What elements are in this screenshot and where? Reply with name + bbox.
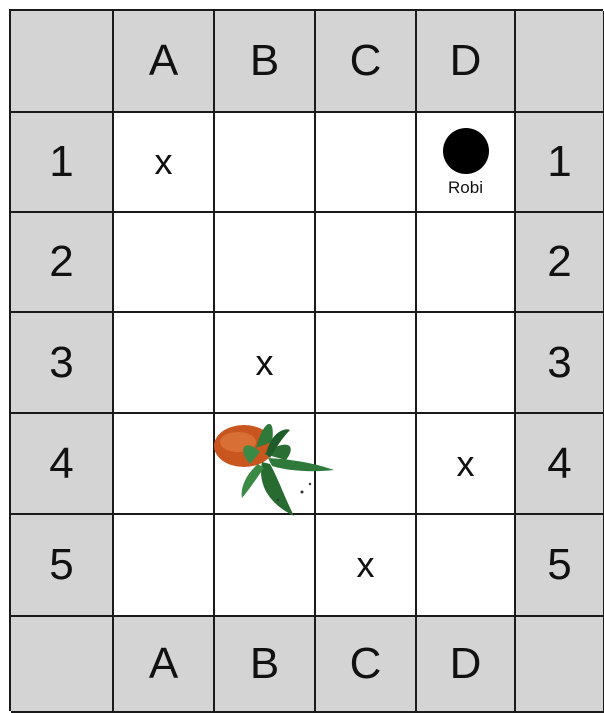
column-label: B [250,639,279,689]
grid-cell-d3[interactable] [417,313,516,414]
row-header-right-3: 3 [516,313,604,414]
x-mark: x [357,547,375,583]
column-header-bottom-c: C [316,617,417,713]
column-header-top-a: A [114,11,215,113]
row-header-left-1: 1 [11,113,114,213]
robot-label: Robi [448,178,483,198]
x-mark: x [155,144,173,180]
grid-cell-a4[interactable] [114,414,215,515]
grid-cell-b5[interactable] [215,515,316,617]
grid-cell-c4[interactable] [316,414,417,515]
row-label: 1 [547,137,571,187]
grid-cell-b3[interactable]: x [215,313,316,414]
grid-cell-d4[interactable]: x [417,414,516,515]
grid-cell-b2[interactable] [215,213,316,313]
column-header-top-c: C [316,11,417,113]
row-label: 4 [547,439,571,489]
grid-cell-d5[interactable] [417,515,516,617]
row-label: 5 [49,540,73,590]
x-mark: x [256,345,274,381]
row-label: 2 [547,237,571,287]
grid-cell-c5[interactable]: x [316,515,417,617]
row-label: 3 [547,338,571,388]
corner-top-right [516,11,604,113]
row-label: 3 [49,338,73,388]
grid-cell-a5[interactable] [114,515,215,617]
row-label: 5 [547,540,571,590]
column-label: C [350,36,382,86]
grid-cell-c3[interactable] [316,313,417,414]
row-label: 1 [49,137,73,187]
robot-dot-icon [443,128,489,174]
corner-bottom-right [516,617,604,713]
grid-cell-a3[interactable] [114,313,215,414]
grid-cell-c1[interactable] [316,113,417,213]
column-header-bottom-a: A [114,617,215,713]
row-header-right-2: 2 [516,213,604,313]
column-label: C [350,639,382,689]
grid-cell-d1[interactable]: Robi [417,113,516,213]
grid-cell-a1[interactable]: x [114,113,215,213]
grid-cell-b4[interactable] [215,414,316,515]
row-header-right-5: 5 [516,515,604,617]
column-label: B [250,36,279,86]
column-label: D [450,639,482,689]
grid-cell-c2[interactable] [316,213,417,313]
column-header-top-d: D [417,11,516,113]
column-header-bottom-b: B [215,617,316,713]
column-header-bottom-d: D [417,617,516,713]
robot-marker: Robi [443,128,489,198]
grid-cell-a2[interactable] [114,213,215,313]
row-header-left-5: 5 [11,515,114,617]
row-header-right-4: 4 [516,414,604,515]
corner-top-left [11,11,114,113]
grid-cell-d2[interactable] [417,213,516,313]
column-label: A [149,36,178,86]
column-header-top-b: B [215,11,316,113]
column-label: D [450,36,482,86]
row-header-right-1: 1 [516,113,604,213]
corner-bottom-left [11,617,114,713]
row-header-left-3: 3 [11,313,114,414]
column-label: A [149,639,178,689]
row-label: 2 [49,237,73,287]
row-header-left-4: 4 [11,414,114,515]
grid-cell-b1[interactable] [215,113,316,213]
row-label: 4 [49,439,73,489]
row-header-left-2: 2 [11,213,114,313]
x-mark: x [457,446,475,482]
